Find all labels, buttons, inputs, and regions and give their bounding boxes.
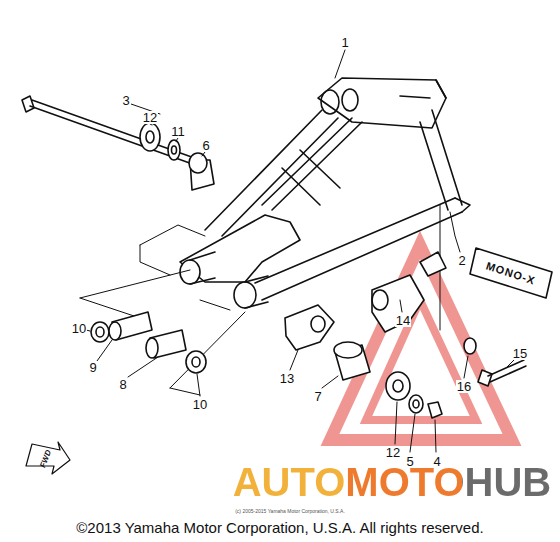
callout-number: 1 <box>340 36 349 49</box>
callout-number: 16 <box>456 380 472 393</box>
callout-number: 13 <box>279 372 295 385</box>
callout-number: 8 <box>118 378 127 391</box>
callout-number: 9 <box>88 361 97 374</box>
callout-number: 15 <box>512 347 528 360</box>
callout-number: 10 <box>71 322 87 335</box>
callout-number: 11 <box>170 125 186 138</box>
fine-print: (c) 2005-2015 Yamaha Motor Corporation, … <box>235 509 345 514</box>
callout-number: 2 <box>457 254 466 267</box>
watermark: AUTOMOTOHUB <box>233 462 552 502</box>
callout-number: 12 <box>142 111 158 124</box>
copyright-caption: ©2013 Yamaha Motor Corporation, U.S.A. A… <box>76 520 483 535</box>
callout-number: 14 <box>395 314 411 327</box>
callout-number: 7 <box>313 390 322 403</box>
callout-number: 10 <box>192 398 208 411</box>
callout-number: 12 <box>385 446 401 459</box>
callout-number: 3 <box>121 94 130 107</box>
callout-number: 6 <box>201 139 210 152</box>
